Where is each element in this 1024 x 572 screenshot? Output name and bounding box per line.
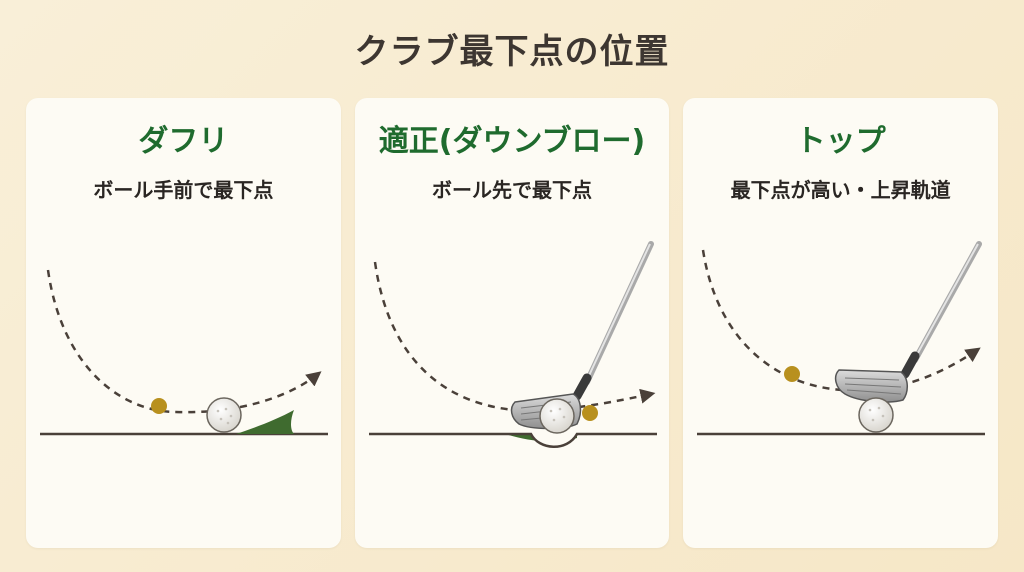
swing-path xyxy=(702,249,982,392)
golf-ball xyxy=(206,397,242,433)
golf-ball xyxy=(858,397,895,433)
low-point-marker xyxy=(581,405,598,421)
panels-container: ダフリ ボール手前で最下点 xyxy=(26,98,999,548)
golf-club xyxy=(510,241,654,430)
top-illustration xyxy=(697,241,986,436)
low-point-marker xyxy=(151,398,167,414)
panel-description: ボール先で最下点 xyxy=(432,178,592,202)
panel-heading: ダフリ xyxy=(138,124,229,159)
duff-illustration xyxy=(40,269,328,436)
page-title: クラブ最下点の位置 xyxy=(354,32,670,72)
panel-description: 最下点が高い・上昇軌道 xyxy=(730,178,951,202)
panel-description: ボール手前で最下点 xyxy=(93,178,274,202)
swing-path xyxy=(46,269,322,414)
panel-heading: トップ xyxy=(795,124,886,159)
ground-line xyxy=(368,432,657,448)
low-point-marker xyxy=(784,366,801,382)
panel-downblow: 適正(ダウンブロー) ボール先で最下点 xyxy=(354,98,670,548)
panel-duff: ダフリ ボール手前で最下点 xyxy=(26,98,341,548)
golf-ball xyxy=(538,398,575,434)
swing-path xyxy=(373,261,656,412)
panel-top: トップ 最下点が高い・上昇軌道 xyxy=(683,98,999,548)
golf-club xyxy=(835,241,983,403)
panel-heading: 適正(ダウンブロー) xyxy=(378,124,646,159)
turf-divot xyxy=(236,410,294,434)
downblow-illustration xyxy=(368,241,657,448)
